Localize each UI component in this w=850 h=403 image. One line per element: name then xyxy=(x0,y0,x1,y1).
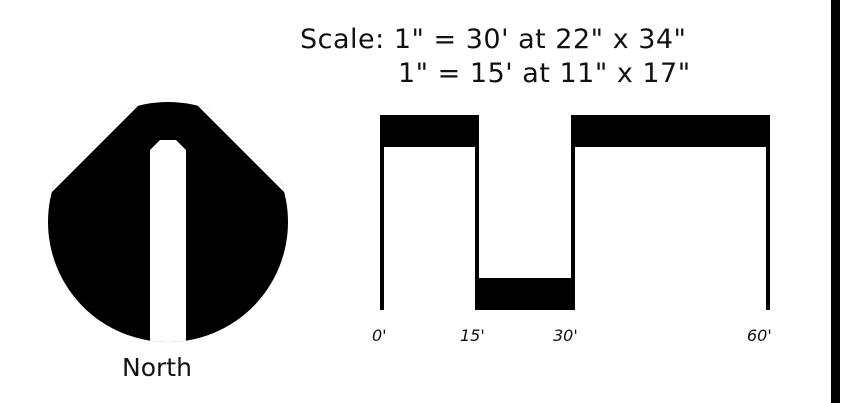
tick-label-0: 0' xyxy=(372,326,387,345)
tick-label-30: 30' xyxy=(553,326,578,345)
tick-label-60: 60' xyxy=(747,326,772,345)
scale-text-line-2: 1" = 15' at 11" x 17" xyxy=(398,58,691,89)
scale-text-line-1: Scale: 1" = 30' at 22" x 34" xyxy=(300,24,687,55)
frame-border xyxy=(831,0,840,403)
scale-bar-tick-30 xyxy=(571,115,575,310)
scale-bar-tick-60 xyxy=(766,115,770,310)
tick-label-15: 15' xyxy=(460,326,485,345)
scale-bar-segment-top-left xyxy=(381,115,478,147)
north-label: North xyxy=(122,353,192,382)
scale-bar-tick-15 xyxy=(475,115,479,310)
scale-bar-segment-top-right xyxy=(571,115,768,147)
scale-bar-tick-0 xyxy=(380,115,384,310)
scale-bar-segment-bottom-middle xyxy=(477,278,574,310)
